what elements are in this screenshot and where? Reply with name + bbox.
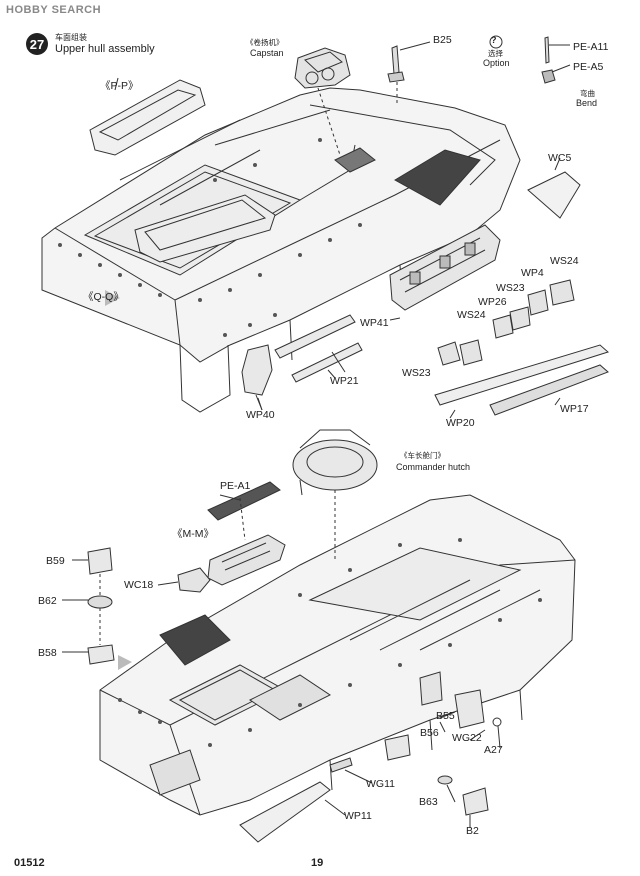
- question-icon: ?: [491, 35, 497, 45]
- view-label-pp: 《P-P》: [100, 80, 139, 92]
- part-label-b59: B59: [46, 555, 65, 567]
- capstan-label-cn: 《卷扬机》: [246, 38, 284, 47]
- part-label-a27: A27: [484, 744, 503, 756]
- part-label-wg11: WG11: [366, 778, 395, 790]
- part-label-ws24-a: WS24: [550, 255, 579, 267]
- part-label-wp4: WP4: [521, 267, 544, 279]
- option-label-cn: 选择: [488, 49, 503, 58]
- page-number: 19: [311, 857, 324, 869]
- part-label-b63: B63: [419, 796, 438, 808]
- view-label-mm: 《M-M》: [172, 528, 214, 540]
- step-title-cn: 车面组装: [55, 33, 87, 42]
- part-label-wp40: WP40: [246, 409, 275, 421]
- part-label-wp11: WP11: [344, 810, 372, 822]
- view-label-qq: 《Q-Q》: [83, 291, 124, 303]
- part-label-wg22: WG22: [452, 732, 482, 744]
- kit-number: 01512: [14, 857, 45, 869]
- part-label-b58: B58: [38, 647, 57, 659]
- part-label-wp26: WP26: [478, 296, 507, 308]
- part-label-b55: B55: [436, 710, 455, 722]
- part-label-wc5: WC5: [548, 152, 572, 164]
- part-label-ws24-b: WS24: [457, 309, 486, 321]
- part-label-b56: B56: [420, 727, 439, 739]
- part-label-b62: B62: [38, 595, 57, 607]
- hobby-search-watermark: HOBBY SEARCH: [6, 4, 102, 16]
- part-label-b2: B2: [466, 825, 479, 837]
- part-label-wp20: WP20: [446, 417, 475, 429]
- commander-hatch-label-cn: 《车长舱门》: [400, 451, 445, 460]
- bend-label: Bend: [576, 98, 598, 108]
- part-label-pe-a5: PE-A5: [573, 61, 604, 73]
- part-label-wp21: WP21: [330, 375, 359, 387]
- part-label-wp17: WP17: [560, 403, 589, 415]
- part-label-pe-a11: PE-A11: [573, 41, 609, 53]
- part-label-wp41: WP41: [360, 317, 389, 329]
- bend-label-cn: 弯曲: [580, 89, 595, 98]
- step-title: Upper hull assembly: [55, 43, 155, 55]
- part-label-pe-a1: PE-A1: [220, 480, 251, 492]
- part-label-ws23-a: WS23: [496, 282, 525, 294]
- part-label-wc18: WC18: [124, 579, 154, 591]
- step-number-badge: 27: [26, 33, 48, 55]
- part-label-ws23-b: WS23: [402, 367, 431, 379]
- capstan-label: Capstan: [250, 48, 284, 58]
- part-label-b25: B25: [433, 34, 452, 46]
- commander-hatch-label: Commander hutch: [396, 462, 471, 472]
- option-label: Option: [483, 58, 510, 68]
